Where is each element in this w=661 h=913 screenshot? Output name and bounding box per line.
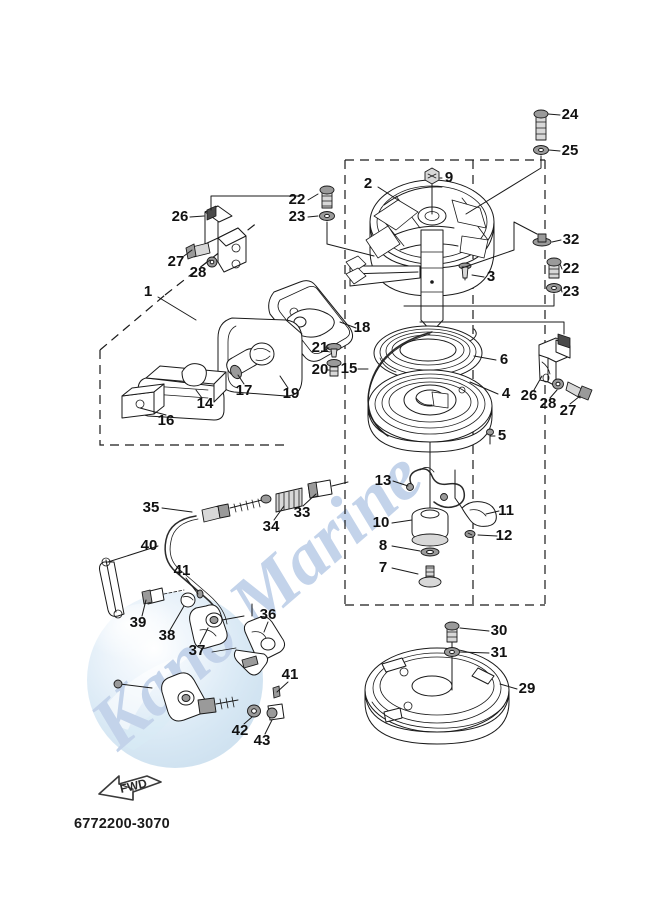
callout-lock-bolt: 39	[130, 614, 147, 631]
callout-nut-42: 42	[232, 722, 249, 739]
callout-sheave-pin: 5	[498, 427, 506, 444]
pawl-assembly-art	[406, 441, 497, 588]
case-nut-hardware	[424, 167, 440, 215]
callout-bracket-26-left: 26	[172, 208, 189, 225]
callout-starter-handle-group: 1	[144, 283, 152, 300]
callout-case-screw: 3	[487, 268, 495, 285]
starter-case-assembly	[345, 167, 495, 333]
cable-lever-art	[211, 603, 286, 676]
part-number: 6772200-3070	[74, 816, 170, 832]
callout-lock-link-rod: 40	[141, 537, 158, 554]
callout-handle-insert: 16	[158, 412, 175, 429]
callout-washer-23-left: 23	[289, 208, 306, 225]
callout-starter-pulley: 29	[519, 680, 536, 697]
callout-pulley-bolt: 30	[491, 622, 508, 639]
callout-bracket-26-right: 26	[521, 387, 538, 404]
callout-drive-pawl-bolt: 7	[379, 559, 387, 576]
callout-washer-28-right: 28	[540, 395, 557, 412]
callout-lock-pin: 38	[159, 627, 176, 644]
starter-rope-art	[367, 331, 433, 437]
leader-lines	[107, 113, 581, 735]
callout-sheave-drum: 4	[502, 385, 511, 402]
callout-starter-cover: 18	[354, 319, 371, 336]
callout-starter-cable: 35	[143, 499, 160, 516]
fwd-direction-marker: FWD	[95, 768, 165, 813]
callout-bolt-27-left: 27	[168, 253, 185, 270]
callout-cover-screw-21: 21	[312, 339, 329, 356]
callout-pulley-washer: 31	[491, 644, 508, 661]
hardware-32	[461, 221, 552, 269]
lock-link-art	[99, 557, 245, 649]
callout-washer-25: 25	[562, 142, 579, 159]
starter-pulley-art	[364, 621, 510, 745]
bracket-right-art	[419, 321, 593, 401]
callout-drive-plate: 10	[373, 514, 390, 531]
sheave-drum-art	[367, 369, 494, 453]
callout-drive-pawl: 11	[498, 502, 514, 519]
cover-screw-hardware	[326, 343, 342, 377]
callout-cover-plate: 19	[283, 385, 300, 402]
callout-washer-41-lower: 41	[282, 666, 299, 683]
callout-return-spring: 34	[263, 518, 280, 535]
callout-cover-screw-20: 20	[312, 361, 329, 378]
hardware-22-23-left	[319, 185, 375, 257]
callout-screw-32: 32	[563, 231, 580, 248]
callout-starter-case: 2	[364, 175, 372, 192]
callout-clip-43: 43	[254, 732, 271, 749]
spiral-spring-art	[373, 325, 483, 381]
callout-starter-rope: 15	[341, 360, 358, 377]
callout-pawl-spring: 13	[375, 472, 392, 489]
callout-washer-41-upper: 41	[174, 562, 191, 579]
callout-bolt-22-left: 22	[289, 191, 306, 208]
callout-pawl-clip: 12	[496, 527, 513, 544]
callout-bolt-27-right: 27	[560, 402, 577, 419]
callout-cable-lever: 36	[260, 606, 277, 623]
callout-cable-joint: 33	[294, 504, 311, 521]
lower-lever-art	[113, 672, 285, 722]
callout-washer-28-left: 28	[190, 264, 207, 281]
callout-bolt-22-right: 22	[563, 260, 580, 277]
callout-starter-handle: 14	[197, 395, 214, 412]
callout-rope-stopper: 17	[236, 382, 253, 399]
return-spring-art	[275, 487, 303, 513]
callout-spiral-spring: 6	[500, 351, 508, 368]
bracket-left-art	[185, 195, 301, 273]
callout-drive-pawl-washer: 8	[379, 537, 387, 554]
callout-lock-plate: 37	[189, 642, 206, 659]
callout-bolt-24: 24	[562, 106, 579, 123]
callout-case-nut: 9	[445, 169, 453, 186]
callout-washer-23-right: 23	[563, 283, 580, 300]
fwd-label: FWD	[119, 776, 149, 796]
hardware-22-23-right	[403, 257, 562, 307]
callout-numbers: 1234567891011121314151617181920212223242…	[130, 106, 580, 749]
